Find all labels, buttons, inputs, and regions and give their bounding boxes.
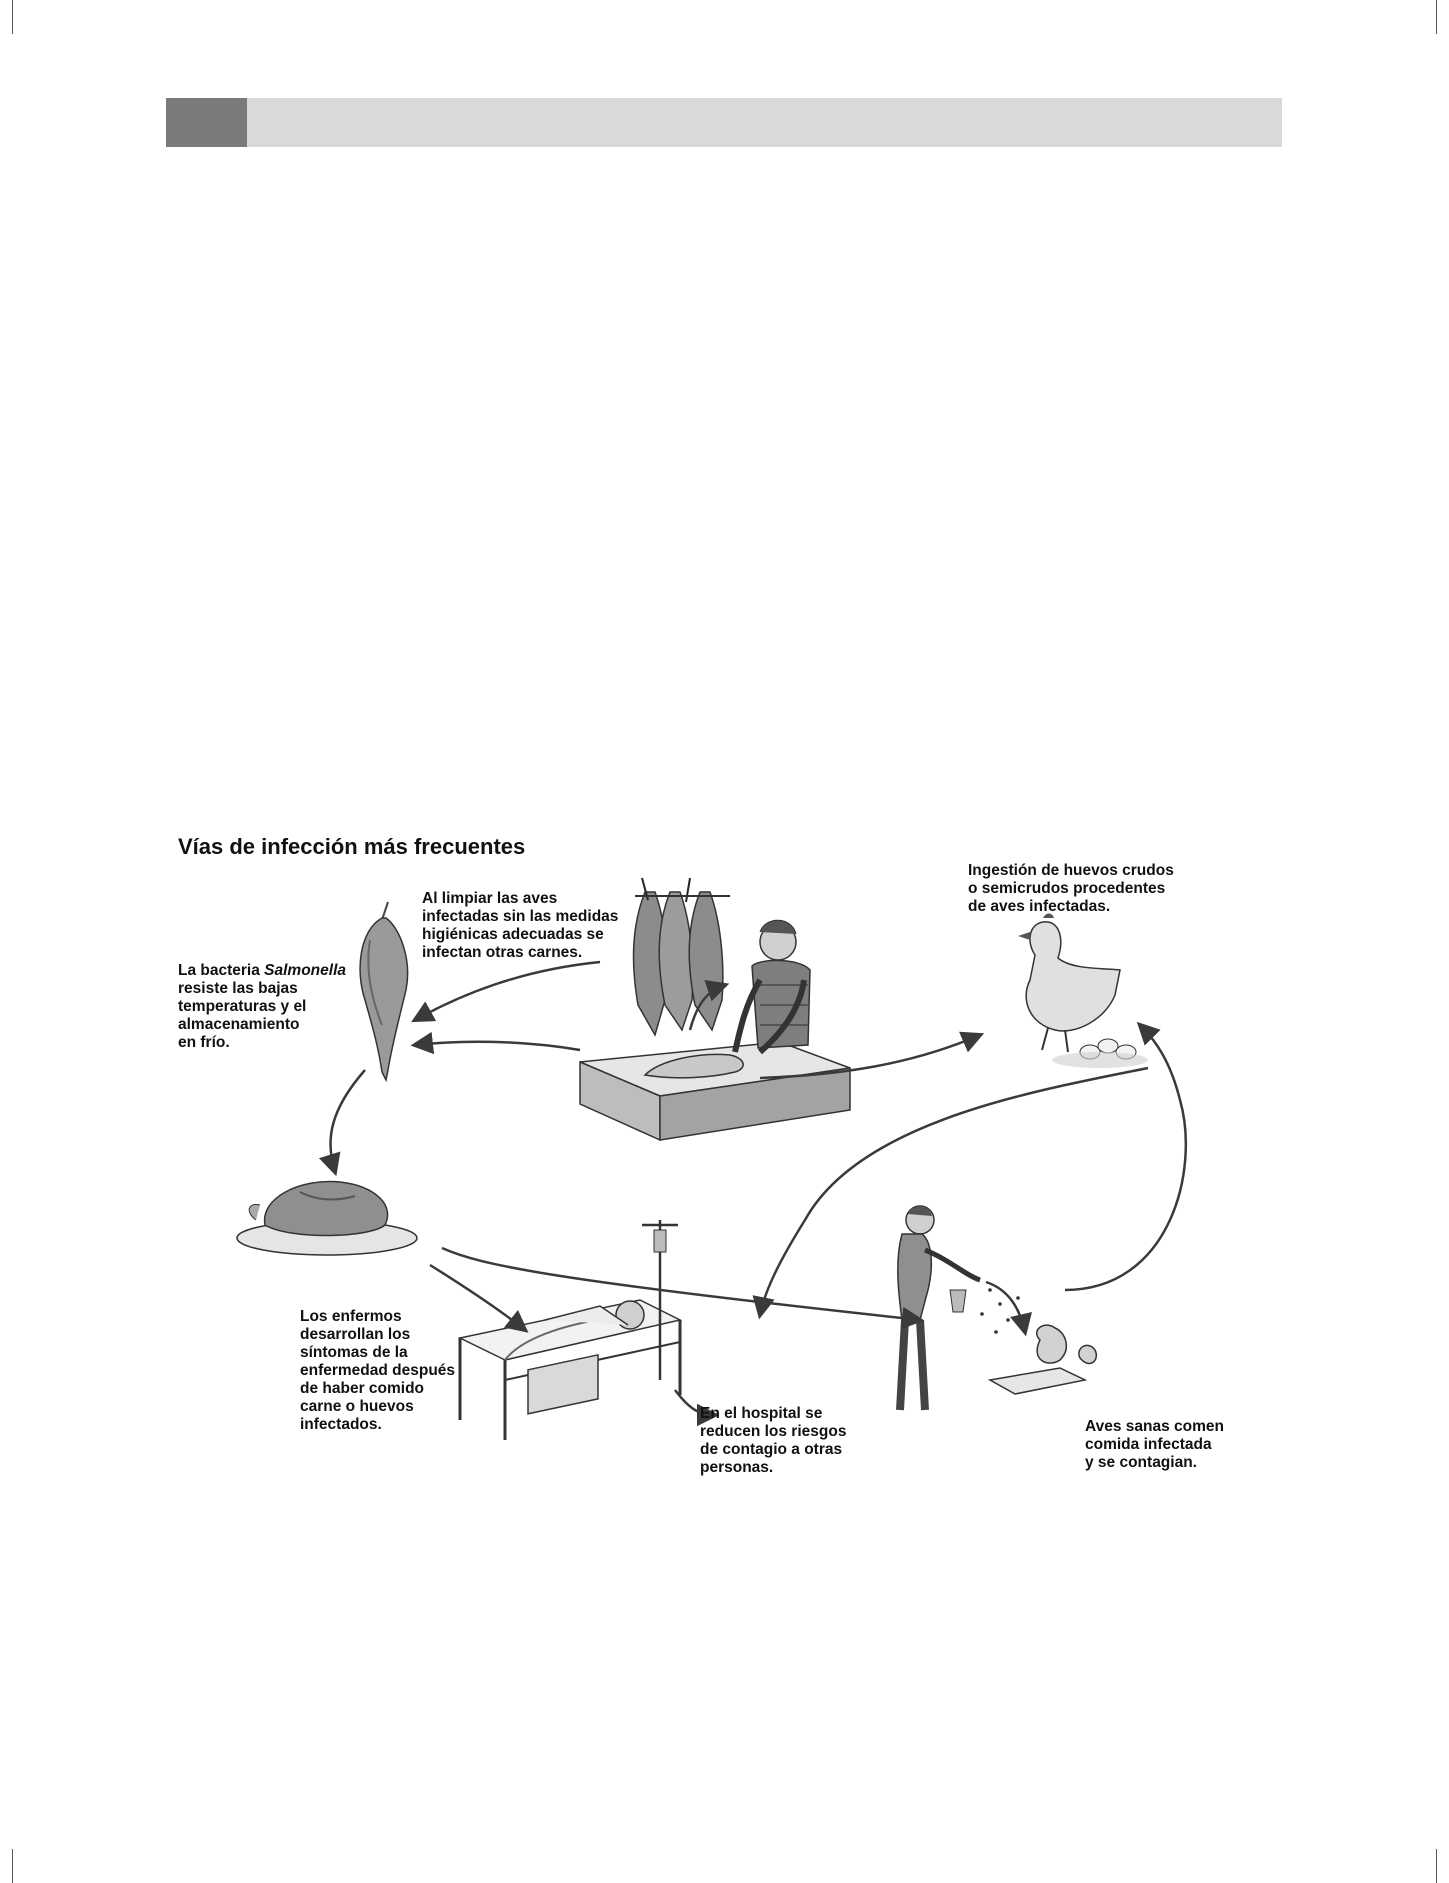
caption-bacteria-post: resiste las bajas temperaturas y el alma… <box>178 980 307 1051</box>
hen-with-eggs-icon <box>1018 913 1148 1068</box>
caption-eggs: Ingestión de huevos crudos o semicrudos … <box>968 862 1174 915</box>
butcher-icon <box>579 877 851 1142</box>
flow-arrows <box>318 960 1187 1427</box>
crop-mark-bottom-right <box>1436 1849 1437 1883</box>
illustration <box>236 877 1187 1440</box>
crop-mark-top-right <box>1436 0 1437 34</box>
crop-mark-top-left <box>12 0 13 34</box>
caption-sick: Los enfermos desarrollan los síntomas de… <box>300 1308 456 1433</box>
caption-bacteria-italic: Salmonella <box>264 962 346 979</box>
hospital-bed-icon <box>457 1220 683 1440</box>
caption-cleaning: Al limpiar las aves infectadas sin las m… <box>422 890 619 961</box>
infection-routes-figure: Vías de infección más frecuentes La bact… <box>160 820 1310 1540</box>
crop-mark-bottom-left <box>12 1849 13 1883</box>
caption-hospital: En el hospital se reducen los riesgos de… <box>700 1405 847 1476</box>
caption-bacteria: La bacteria Salmonella resiste las bajas… <box>178 962 368 1052</box>
caption-bacteria-pre: La bacteria <box>178 962 265 979</box>
header-color-block <box>166 98 247 147</box>
roast-chicken-icon <box>236 1180 418 1256</box>
farmer-feeding-icon <box>896 1205 1097 1411</box>
page-header-bar <box>166 98 1282 147</box>
caption-healthy-birds: Aves sanas comen comida infectada y se c… <box>1085 1418 1225 1471</box>
figure-title: Vías de infección más frecuentes <box>178 834 526 859</box>
hanging-chicken-icon <box>359 901 409 1083</box>
